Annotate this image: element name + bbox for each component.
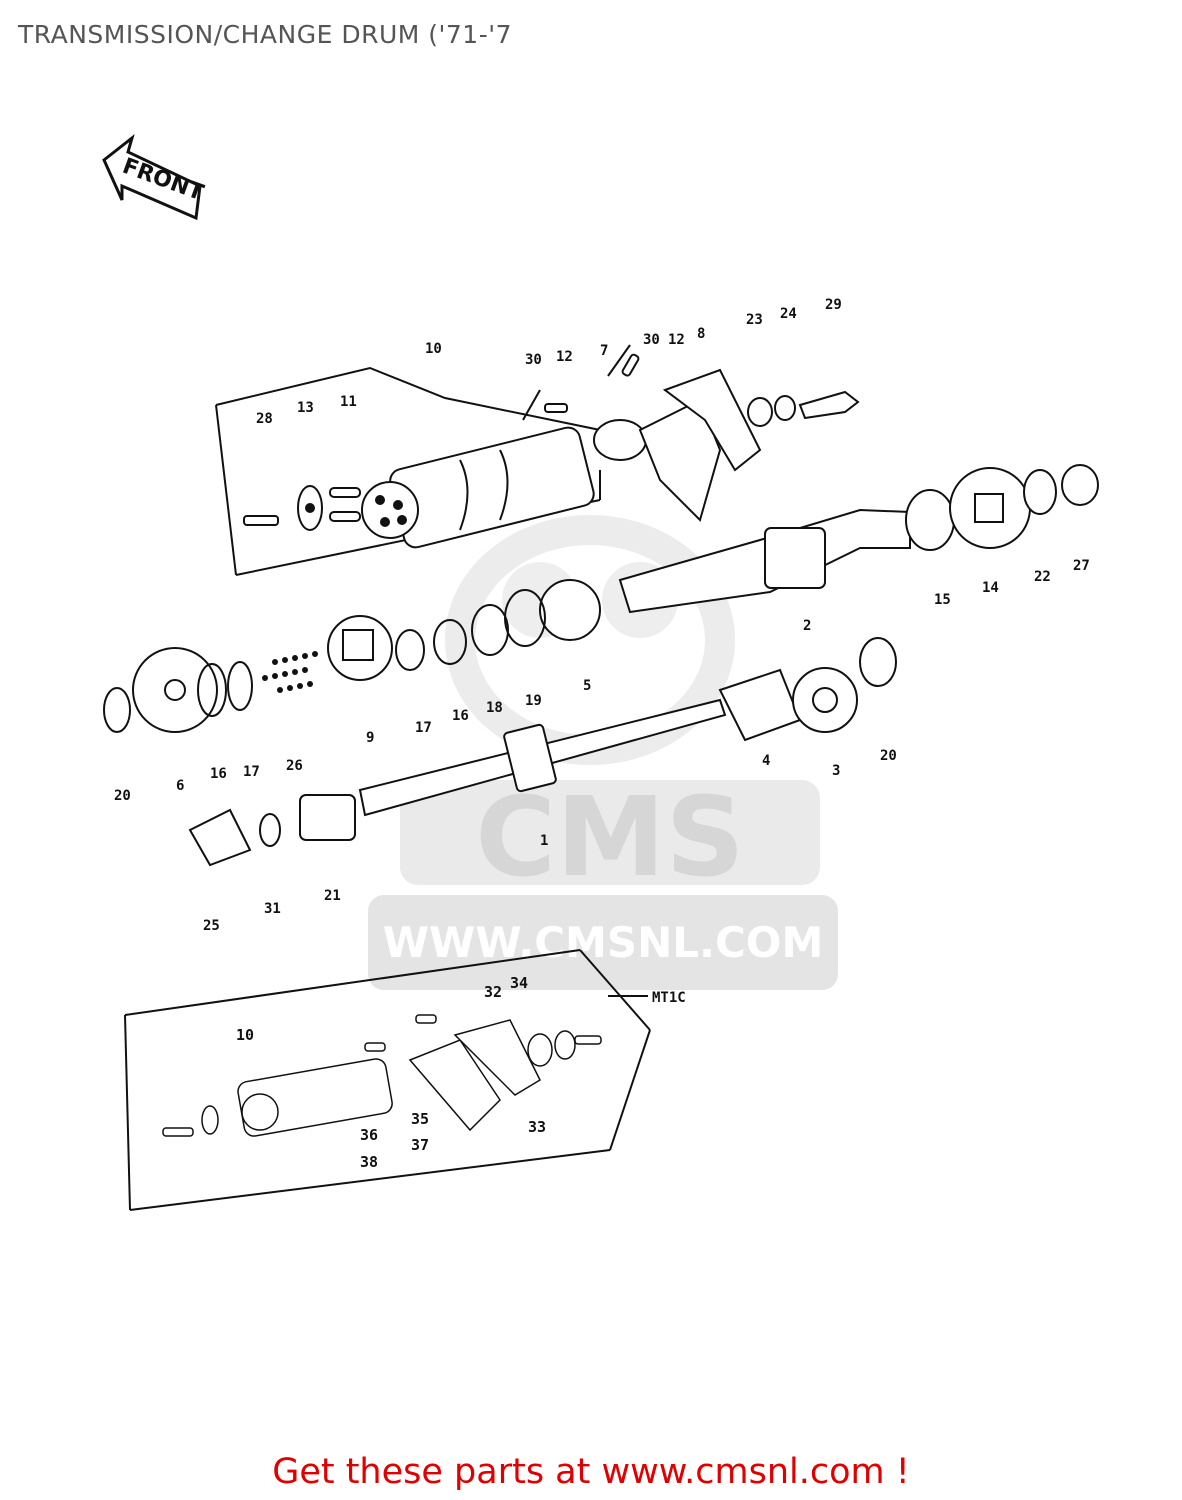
callout-13: 13 <box>297 400 314 416</box>
callout-31: 31 <box>264 901 281 917</box>
callout-30b: 30 <box>643 332 660 348</box>
callout-19: 19 <box>525 693 542 709</box>
inset-callout-33: 33 <box>528 1118 546 1136</box>
cta-link[interactable]: Get these parts at www.cmsnl.com ! <box>272 1452 910 1492</box>
callout-12b: 12 <box>668 332 685 348</box>
callout-20a: 20 <box>114 788 131 804</box>
inset-callout-32: 32 <box>484 983 502 1001</box>
inset-callout-10: 10 <box>236 1026 254 1044</box>
callout-16b: 16 <box>210 766 227 782</box>
callout-labels: 1 2 3 4 5 6 7 8 9 10 11 12 12 13 14 15 1… <box>114 297 1090 1171</box>
callout-5: 5 <box>583 678 591 694</box>
callout-1: 1 <box>540 833 548 849</box>
cmsnl-watermark: CMS WWW.CMSNL.COM <box>368 515 838 990</box>
main-shaft <box>188 637 897 867</box>
callout-17b: 17 <box>243 764 260 780</box>
callout-17a: 17 <box>415 720 432 736</box>
callout-7: 7 <box>600 343 608 359</box>
callout-12a: 12 <box>556 349 573 365</box>
callout-6: 6 <box>176 778 184 794</box>
callout-20b: 20 <box>880 748 897 764</box>
callout-2: 2 <box>803 618 811 634</box>
inset-callout-38: 38 <box>360 1153 378 1171</box>
callout-15: 15 <box>934 592 951 608</box>
callout-4: 4 <box>762 753 770 769</box>
inset-label-mt1c: MT1C <box>652 990 686 1006</box>
callout-24: 24 <box>780 306 797 322</box>
watermark-brand: CMS <box>475 773 744 901</box>
front-arrow-icon: FRONT <box>102 133 207 221</box>
watermark-url: WWW.CMSNL.COM <box>383 918 824 967</box>
callout-23: 23 <box>746 312 763 328</box>
callout-9: 9 <box>366 730 374 746</box>
callout-8: 8 <box>697 326 705 342</box>
inset-callout-35: 35 <box>411 1110 429 1128</box>
callout-30a: 30 <box>525 352 542 368</box>
change-drum <box>243 426 595 549</box>
callout-14: 14 <box>982 580 999 596</box>
inset-callout-37: 37 <box>411 1136 429 1154</box>
callout-26: 26 <box>286 758 303 774</box>
needle-bearings <box>262 651 318 693</box>
callout-10: 10 <box>425 341 442 357</box>
shift-forks <box>522 344 860 522</box>
output-shaft <box>103 464 1099 733</box>
callout-18: 18 <box>486 700 503 716</box>
callout-3: 3 <box>832 763 840 779</box>
mt1c-inset <box>124 949 651 1211</box>
callout-16a: 16 <box>452 708 469 724</box>
callout-11: 11 <box>340 394 357 410</box>
callout-21: 21 <box>324 888 341 904</box>
page-title: TRANSMISSION/CHANGE DRUM ('71-'7 <box>18 20 513 49</box>
callout-22: 22 <box>1034 569 1051 585</box>
callout-29: 29 <box>825 297 842 313</box>
inset-callout-34: 34 <box>510 974 528 992</box>
mt1c-parts <box>162 1014 602 1137</box>
inset-callout-36: 36 <box>360 1126 378 1144</box>
callout-25: 25 <box>203 918 220 934</box>
callout-28: 28 <box>256 411 273 427</box>
callout-27: 27 <box>1073 558 1090 574</box>
